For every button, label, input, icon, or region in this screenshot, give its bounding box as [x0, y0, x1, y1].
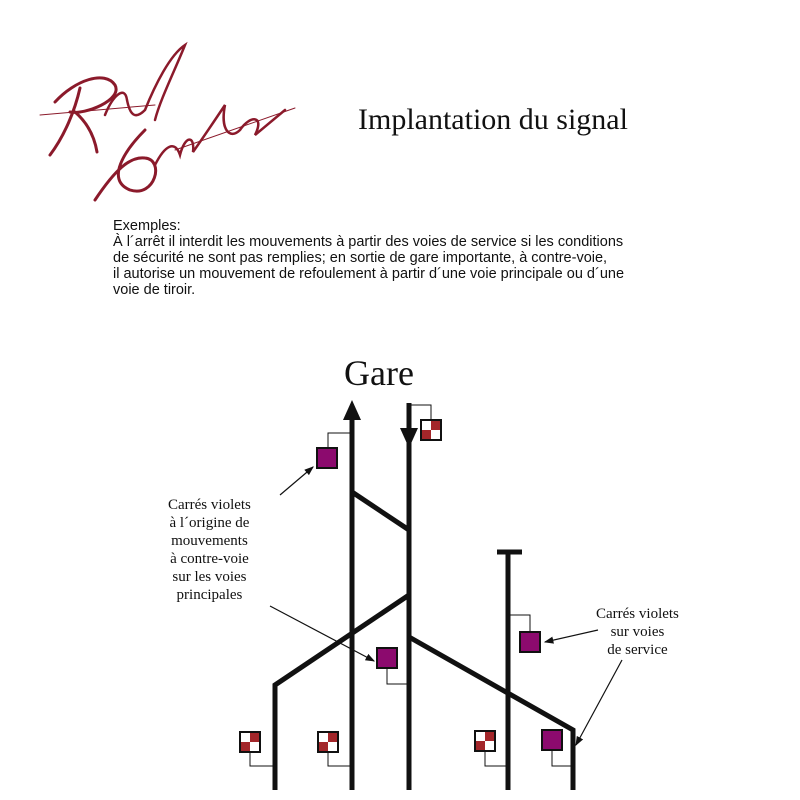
- examples-line: À l´arrêt il interdit les mouvements à p…: [113, 234, 624, 250]
- track-crossover: [350, 489, 411, 533]
- checker-signal: [420, 419, 442, 441]
- checker-signal: [317, 731, 339, 753]
- tracks: [272, 403, 576, 790]
- examples-line: il autorise un mouvement de refoulement …: [113, 266, 625, 282]
- examples-line: voie de tiroir.: [113, 282, 196, 298]
- arrow-down-icon: [400, 428, 418, 448]
- examples-text: Exemples:À l´arrêt il interdit les mouve…: [113, 218, 624, 298]
- logo-signature: [39, 41, 296, 202]
- label-main-tracks: Carrés violets à l´origine de mouvements…: [168, 497, 251, 603]
- page-title: Implantation du signal: [358, 103, 628, 136]
- label-service-tracks: Carrés violets sur voies de service: [596, 606, 679, 658]
- arrow-up-icon: [343, 400, 361, 420]
- purple-signal: [316, 447, 338, 469]
- purple-signal: [541, 729, 563, 751]
- checker-signal: [239, 731, 261, 753]
- examples-line: de sécurité ne sont pas remplies; en sor…: [113, 250, 608, 266]
- track-right-crossover: [407, 634, 576, 790]
- station-label: Gare: [344, 353, 414, 393]
- track-left-crossover: [272, 592, 411, 790]
- signal-connectors: [249, 404, 573, 767]
- examples-heading: Exemples:: [113, 218, 181, 234]
- checker-signal: [474, 730, 496, 752]
- purple-signal: [519, 631, 541, 653]
- pointer-arrows: [269, 466, 623, 747]
- purple-signal: [376, 647, 398, 669]
